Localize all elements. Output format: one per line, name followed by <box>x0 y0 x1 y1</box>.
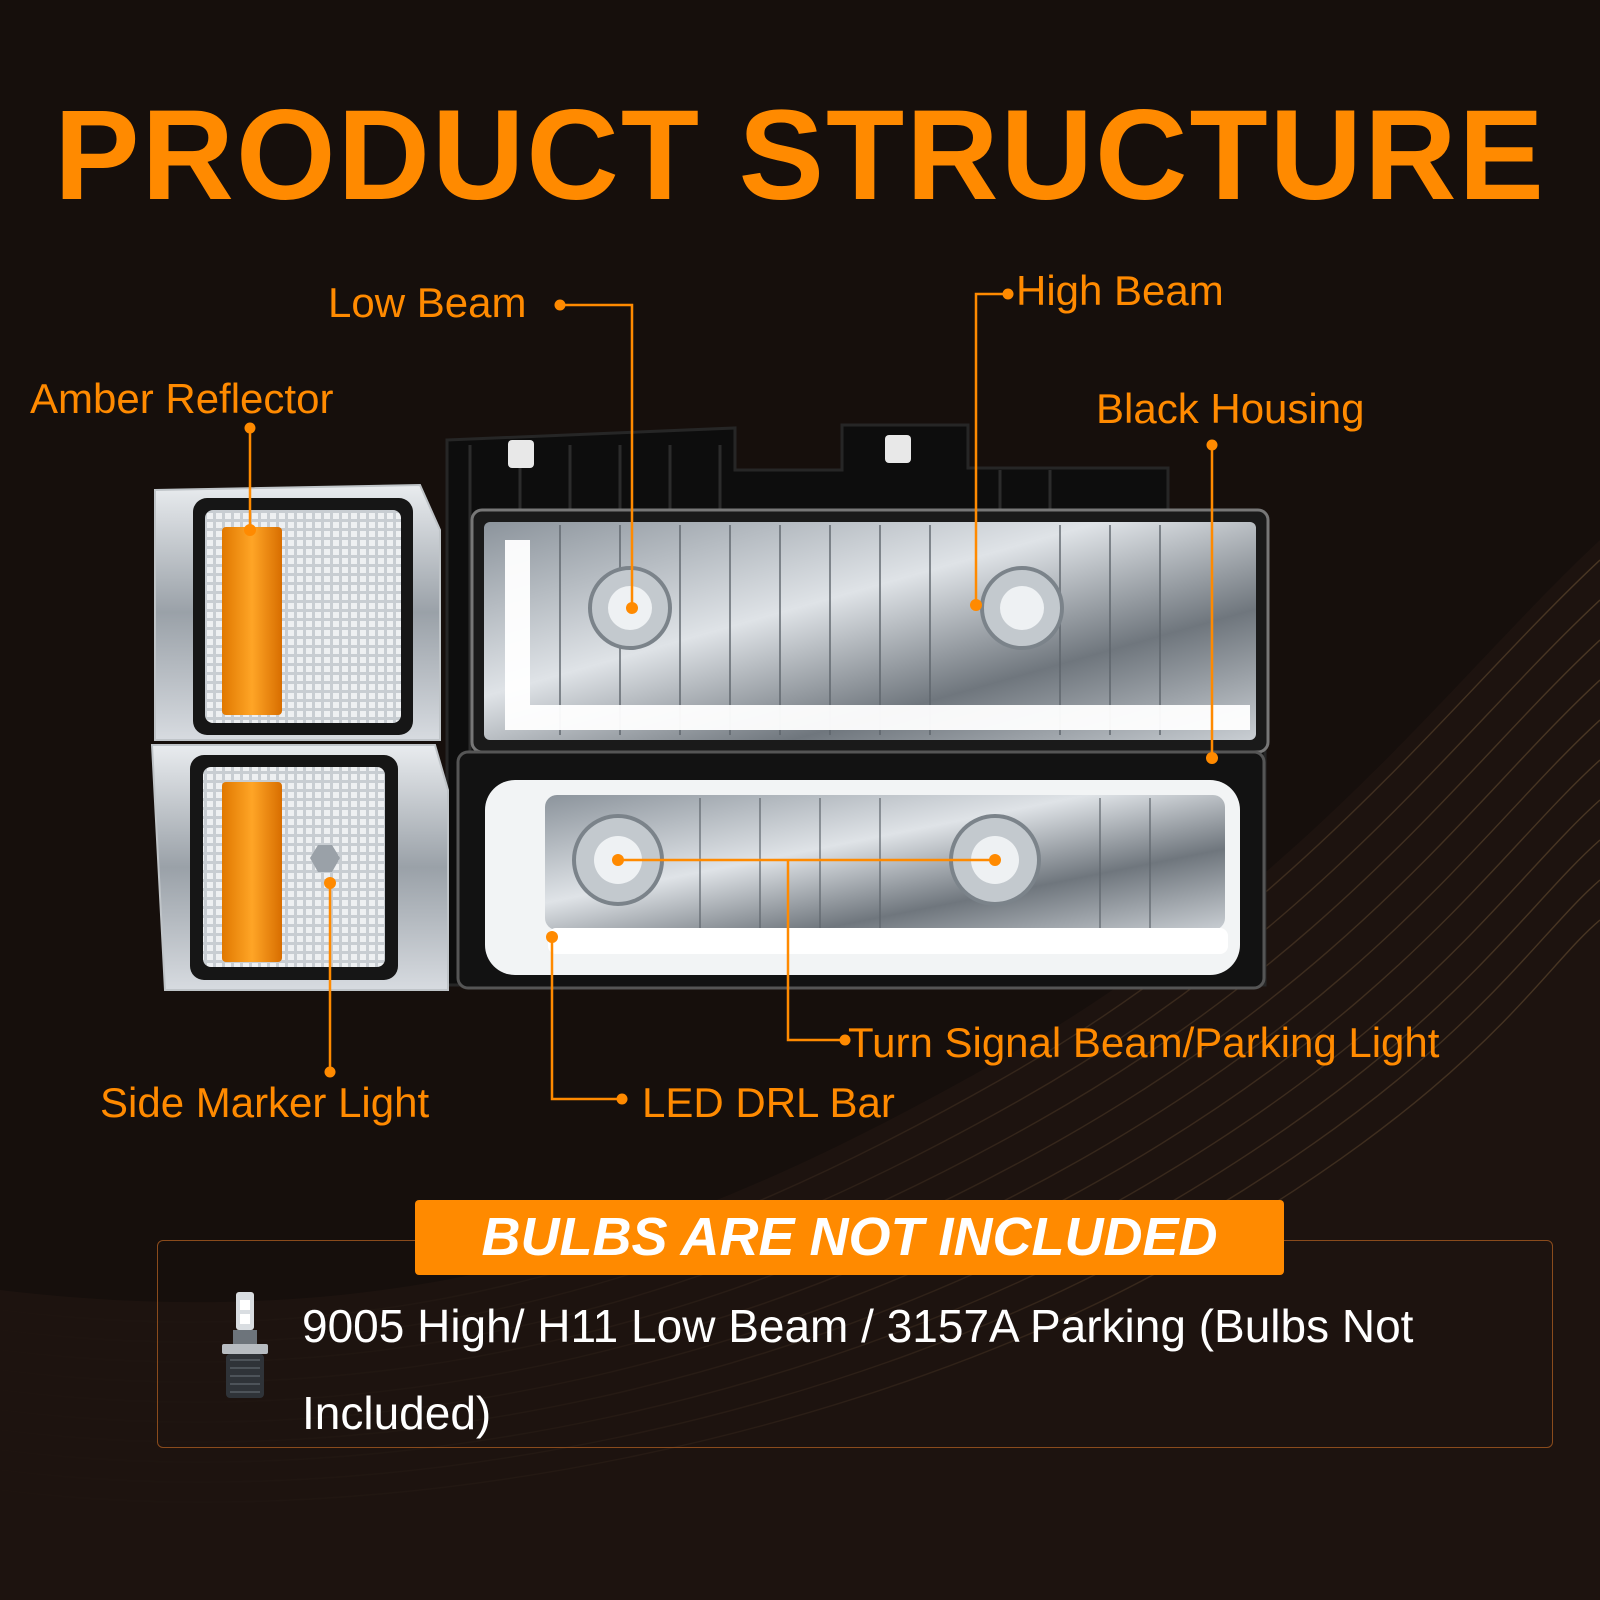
callout-leader-lines <box>248 292 1214 1101</box>
bulbs-notice-banner: BULBS ARE NOT INCLUDED <box>415 1200 1284 1275</box>
callout-dots <box>244 288 1218 1105</box>
callout-led-drl-bar: LED DRL Bar <box>642 1079 895 1126</box>
callout-low-beam: Low Beam <box>328 279 527 326</box>
callout-turn-signal: Turn Signal Beam/Parking Light <box>848 1019 1440 1066</box>
upper-corner-light <box>154 483 441 741</box>
led-bulb-icon <box>222 1292 268 1398</box>
callout-black-housing: Black Housing <box>1096 385 1365 432</box>
callout-amber-reflector: Amber Reflector <box>30 375 334 422</box>
callout-side-marker-light: Side Marker Light <box>100 1079 430 1126</box>
bulb-notice-text: 9005 High/ H11 Low Beam / 3157A Parking … <box>302 1300 1414 1439</box>
upper-headlight <box>470 508 1270 754</box>
lower-corner-light <box>150 744 449 991</box>
lower-headlight <box>456 750 1266 990</box>
bulbs-notice-banner-text: BULBS ARE NOT INCLUDED <box>481 1207 1218 1267</box>
callout-high-beam: High Beam <box>1016 267 1224 314</box>
page-title: PRODUCT STRUCTURE <box>54 84 1546 227</box>
